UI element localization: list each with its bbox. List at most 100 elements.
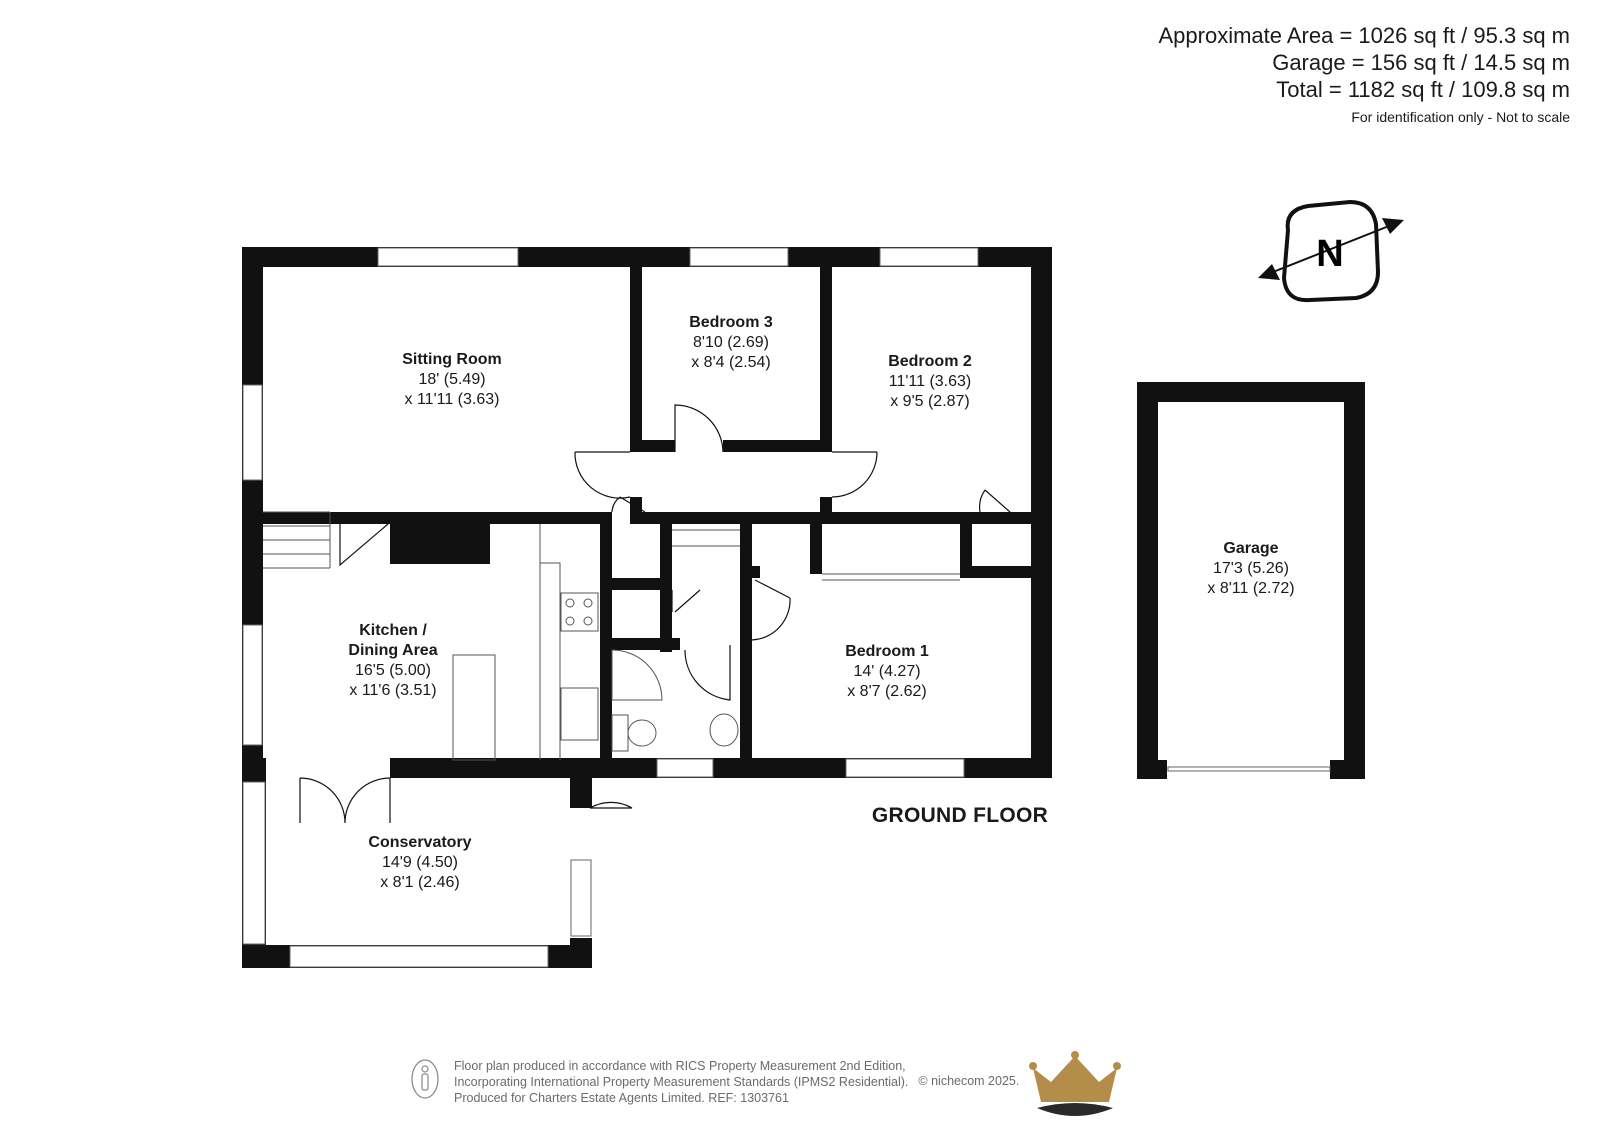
shower-tray bbox=[611, 649, 663, 701]
kitchen-island bbox=[452, 654, 496, 761]
bedroom3-dim: x 8'4 (2.54) bbox=[691, 354, 771, 371]
kitchen-name: Kitchen / bbox=[359, 622, 427, 639]
bedroom1-dim: x 8'7 (2.62) bbox=[847, 683, 927, 700]
garage-area: Garage = 156 sq ft / 14.5 sq m bbox=[1272, 50, 1570, 75]
chimney-breast bbox=[390, 512, 490, 564]
kitchen-dim: 16'5 (5.00) bbox=[355, 662, 431, 679]
conservatory-french-doors bbox=[299, 777, 391, 824]
toilet-cistern bbox=[611, 714, 629, 752]
window-conservatory-left bbox=[242, 781, 266, 945]
bedroom2-name: Bedroom 2 bbox=[888, 353, 972, 370]
window-conservatory-right bbox=[570, 859, 592, 937]
toilet-bowl bbox=[627, 719, 657, 747]
garage-door bbox=[1167, 766, 1331, 772]
window-kitchen-left bbox=[242, 624, 263, 746]
wall-conservatory-right-bottom bbox=[570, 938, 592, 968]
compass-arrow-south bbox=[1258, 264, 1280, 280]
compass: N bbox=[1258, 199, 1404, 303]
garage-wall-bottom-left bbox=[1137, 760, 1167, 779]
wall-wardrobe-left bbox=[810, 512, 822, 574]
compass-arrow-north bbox=[1382, 218, 1404, 234]
bedroom3-name: Bedroom 3 bbox=[689, 314, 773, 331]
compass-label: N bbox=[1316, 233, 1343, 275]
conservatory-external-door bbox=[589, 801, 633, 809]
wall-bedroom3-bottom-b bbox=[723, 440, 832, 452]
copyright: © nichecom 2025. bbox=[918, 1074, 1020, 1088]
window-bedroom3 bbox=[689, 247, 789, 267]
window-bathroom bbox=[656, 758, 714, 778]
footer: Floor plan produced in accordance with R… bbox=[410, 1051, 1125, 1120]
wall-bedroom2-bottom bbox=[630, 512, 1040, 524]
wall-bedroom1-left bbox=[740, 512, 752, 778]
fixtures bbox=[263, 511, 960, 761]
total-area: Total = 1182 sq ft / 109.8 sq m bbox=[1276, 77, 1570, 102]
bedroom1-door bbox=[751, 579, 791, 641]
bedroom2-dim: x 9'5 (2.87) bbox=[890, 393, 970, 410]
bedroom3-dim: 8'10 (2.69) bbox=[693, 334, 769, 351]
scale-note: For identification only - Not to scale bbox=[1351, 109, 1570, 125]
footer-text: Floor plan produced in accordance with R… bbox=[454, 1058, 908, 1106]
sitting-room-door bbox=[574, 451, 631, 499]
bathroom-door bbox=[684, 645, 731, 701]
bedroom2-door bbox=[831, 451, 878, 498]
floor-label: GROUND FLOOR bbox=[872, 804, 1048, 827]
footer-line: Produced for Charters Estate Agents Limi… bbox=[454, 1091, 789, 1105]
hall-hatch bbox=[672, 529, 740, 547]
room-labels: Sitting Room 18' (5.49) x 11'11 (3.63) B… bbox=[348, 314, 1294, 891]
person-icon bbox=[411, 1059, 439, 1099]
garage-wall-bottom-right bbox=[1330, 760, 1365, 779]
wall-bedroom3-right bbox=[820, 247, 832, 452]
window-sitting-left bbox=[242, 384, 263, 481]
compass-axis bbox=[1267, 223, 1395, 275]
sitting-room-dim: 18' (5.49) bbox=[418, 371, 485, 388]
basin bbox=[709, 713, 739, 747]
airing-cupboard-door bbox=[671, 589, 701, 613]
doors bbox=[266, 404, 1011, 824]
garage-wall-top bbox=[1137, 382, 1365, 402]
approximate-area: Approximate Area = 1026 sq ft / 95.3 sq … bbox=[1158, 23, 1570, 48]
garage-wall-left bbox=[1137, 382, 1158, 779]
area-summary: Approximate Area = 1026 sq ft / 95.3 sq … bbox=[1158, 22, 1570, 125]
hob bbox=[560, 592, 599, 632]
garage-wall-right bbox=[1344, 382, 1365, 779]
footer-line: Incorporating International Property Mea… bbox=[454, 1075, 909, 1089]
garage-dim: 17'3 (5.26) bbox=[1213, 560, 1289, 577]
conservatory-dim: 14'9 (4.50) bbox=[382, 854, 458, 871]
conservatory-dim: x 8'1 (2.46) bbox=[380, 874, 460, 891]
crown-logo-icon bbox=[1029, 1051, 1122, 1116]
hob-ring bbox=[565, 616, 575, 626]
bedroom1-dim: 14' (4.27) bbox=[853, 663, 920, 680]
garage-name: Garage bbox=[1223, 540, 1278, 557]
stairs-lines bbox=[263, 511, 331, 569]
hob-ring bbox=[583, 598, 593, 608]
wall-bedroom1-top-stub bbox=[740, 566, 760, 578]
window-bedroom1 bbox=[845, 758, 965, 778]
wall-wardrobe-right bbox=[960, 512, 972, 574]
bedroom1-name: Bedroom 1 bbox=[845, 643, 929, 660]
window-bedroom2 bbox=[879, 247, 979, 267]
hob-ring bbox=[565, 598, 575, 608]
footer-line: Floor plan produced in accordance with R… bbox=[454, 1059, 906, 1073]
wall-conservatory-right-top bbox=[570, 778, 592, 808]
wall-bedroom3-bottom-a bbox=[630, 440, 675, 452]
conservatory-name: Conservatory bbox=[368, 834, 471, 851]
windows bbox=[242, 247, 1331, 968]
wall-bathroom-top bbox=[600, 638, 680, 650]
hob-ring bbox=[583, 616, 593, 626]
bedroom2-cupboard-door bbox=[979, 489, 1011, 513]
sitting-room-name: Sitting Room bbox=[402, 351, 502, 368]
wall-bedroom1-top bbox=[960, 566, 1040, 578]
kitchen-sink bbox=[560, 687, 599, 741]
wall-cupboard-bottom bbox=[600, 578, 670, 590]
kitchen-dim: x 11'6 (3.51) bbox=[349, 682, 436, 699]
kitchen-cupboard-door bbox=[339, 523, 389, 567]
wall-right bbox=[1031, 247, 1052, 777]
kitchen-worktop bbox=[539, 524, 561, 760]
sitting-room-dim: x 11'11 (3.63) bbox=[405, 391, 500, 408]
window-sitting-room bbox=[377, 247, 519, 267]
bedroom3-door bbox=[674, 404, 724, 453]
kitchen-name: Dining Area bbox=[348, 642, 437, 659]
garage-dim: x 8'11 (2.72) bbox=[1207, 580, 1294, 597]
window-conservatory-bottom bbox=[289, 945, 549, 968]
